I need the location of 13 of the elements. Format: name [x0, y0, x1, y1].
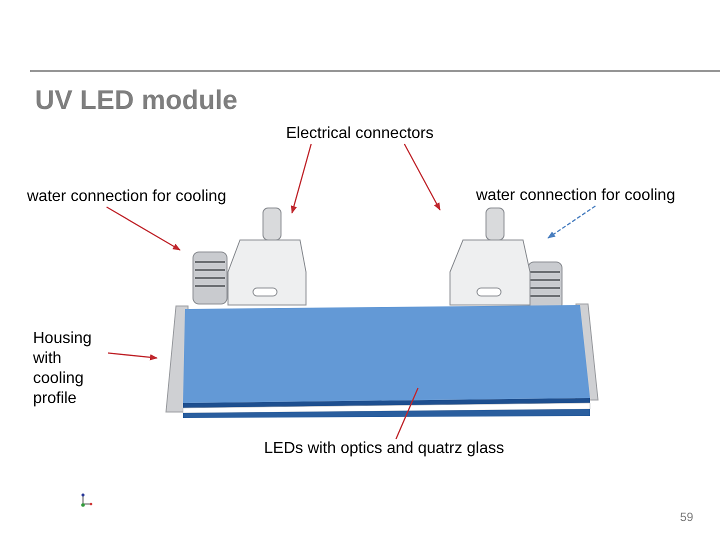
- page-number: 59: [680, 509, 694, 526]
- leader-line: [290, 144, 312, 214]
- leader-line: [108, 352, 158, 360]
- callout-label: Housing with cooling profile: [33, 329, 108, 409]
- leader-line: [404, 144, 441, 211]
- callout-label: water connection for cooling: [27, 187, 226, 207]
- leader-line: [106, 206, 181, 251]
- leader-line: [395, 388, 419, 440]
- slide-title: UV LED module: [35, 84, 238, 117]
- callout-label: water connection for cooling: [476, 186, 676, 206]
- callout-label: Electrical connectors: [286, 124, 434, 144]
- callout-label: LEDs with optics and quatrz glass: [264, 439, 504, 459]
- leader-line: [547, 205, 596, 239]
